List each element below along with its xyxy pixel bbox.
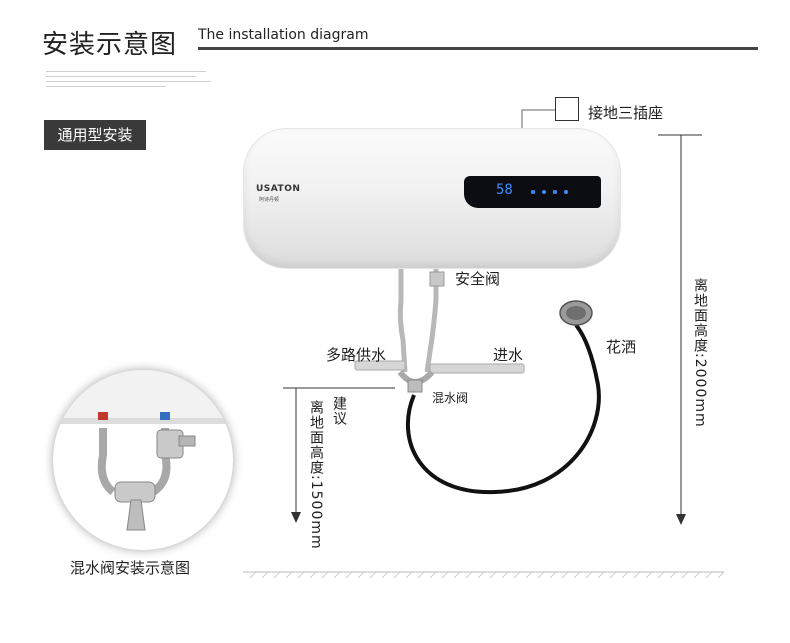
fine-print-line <box>46 81 211 82</box>
water-in-label: 进水 <box>493 346 524 364</box>
power-cord <box>521 109 555 128</box>
page-title: 安装示意图 <box>42 30 178 60</box>
outlet-pipe <box>397 268 408 373</box>
dim-1500-arrow <box>291 512 301 523</box>
temperature-display: 58 <box>496 182 513 198</box>
panel-led-icon <box>531 190 535 194</box>
socket-label: 接地三插座 <box>588 104 664 122</box>
mixing-valve-illustration <box>53 370 233 531</box>
fine-print-line <box>46 86 166 87</box>
panel-led-icon <box>542 190 546 194</box>
water-in-pipe <box>429 363 525 374</box>
brand-sub: 阿诗丹顿 <box>259 197 280 203</box>
panel-led-icon <box>553 190 557 194</box>
suggest-label: 建议 <box>331 396 347 426</box>
dim-2000-arrow <box>676 514 686 525</box>
safety-valve-body <box>429 271 445 287</box>
title-divider <box>198 47 758 50</box>
multi-supply-pipe <box>354 360 406 371</box>
shower-head <box>559 300 593 326</box>
multi-supply-label: 多路供水 <box>326 346 387 364</box>
inset-caption: 混水阀安装示意图 <box>70 559 191 577</box>
shower-hose <box>405 323 601 495</box>
fine-print-line <box>46 76 196 77</box>
ground-socket-icon <box>555 97 579 121</box>
shower-label: 花洒 <box>606 338 637 356</box>
height-2000-label: 离地面高度:2000mm <box>692 278 708 428</box>
page-subtitle: The installation diagram <box>198 27 369 43</box>
brand-logo: USATON <box>256 184 301 194</box>
install-type-badge: 通用型安装 <box>44 120 146 150</box>
height-1500-label: 离地面高度:1500mm <box>308 400 324 550</box>
mixing-valve-inset <box>53 370 233 550</box>
panel-led-icon <box>564 190 568 194</box>
fine-print-line <box>46 71 206 72</box>
mixing-valve-body <box>407 379 423 393</box>
floor-hatch <box>249 571 725 579</box>
mixing-valve-label: 混水阀 <box>432 391 469 405</box>
inlet-pipe <box>424 268 439 373</box>
safety-valve-label: 安全阀 <box>455 270 501 288</box>
